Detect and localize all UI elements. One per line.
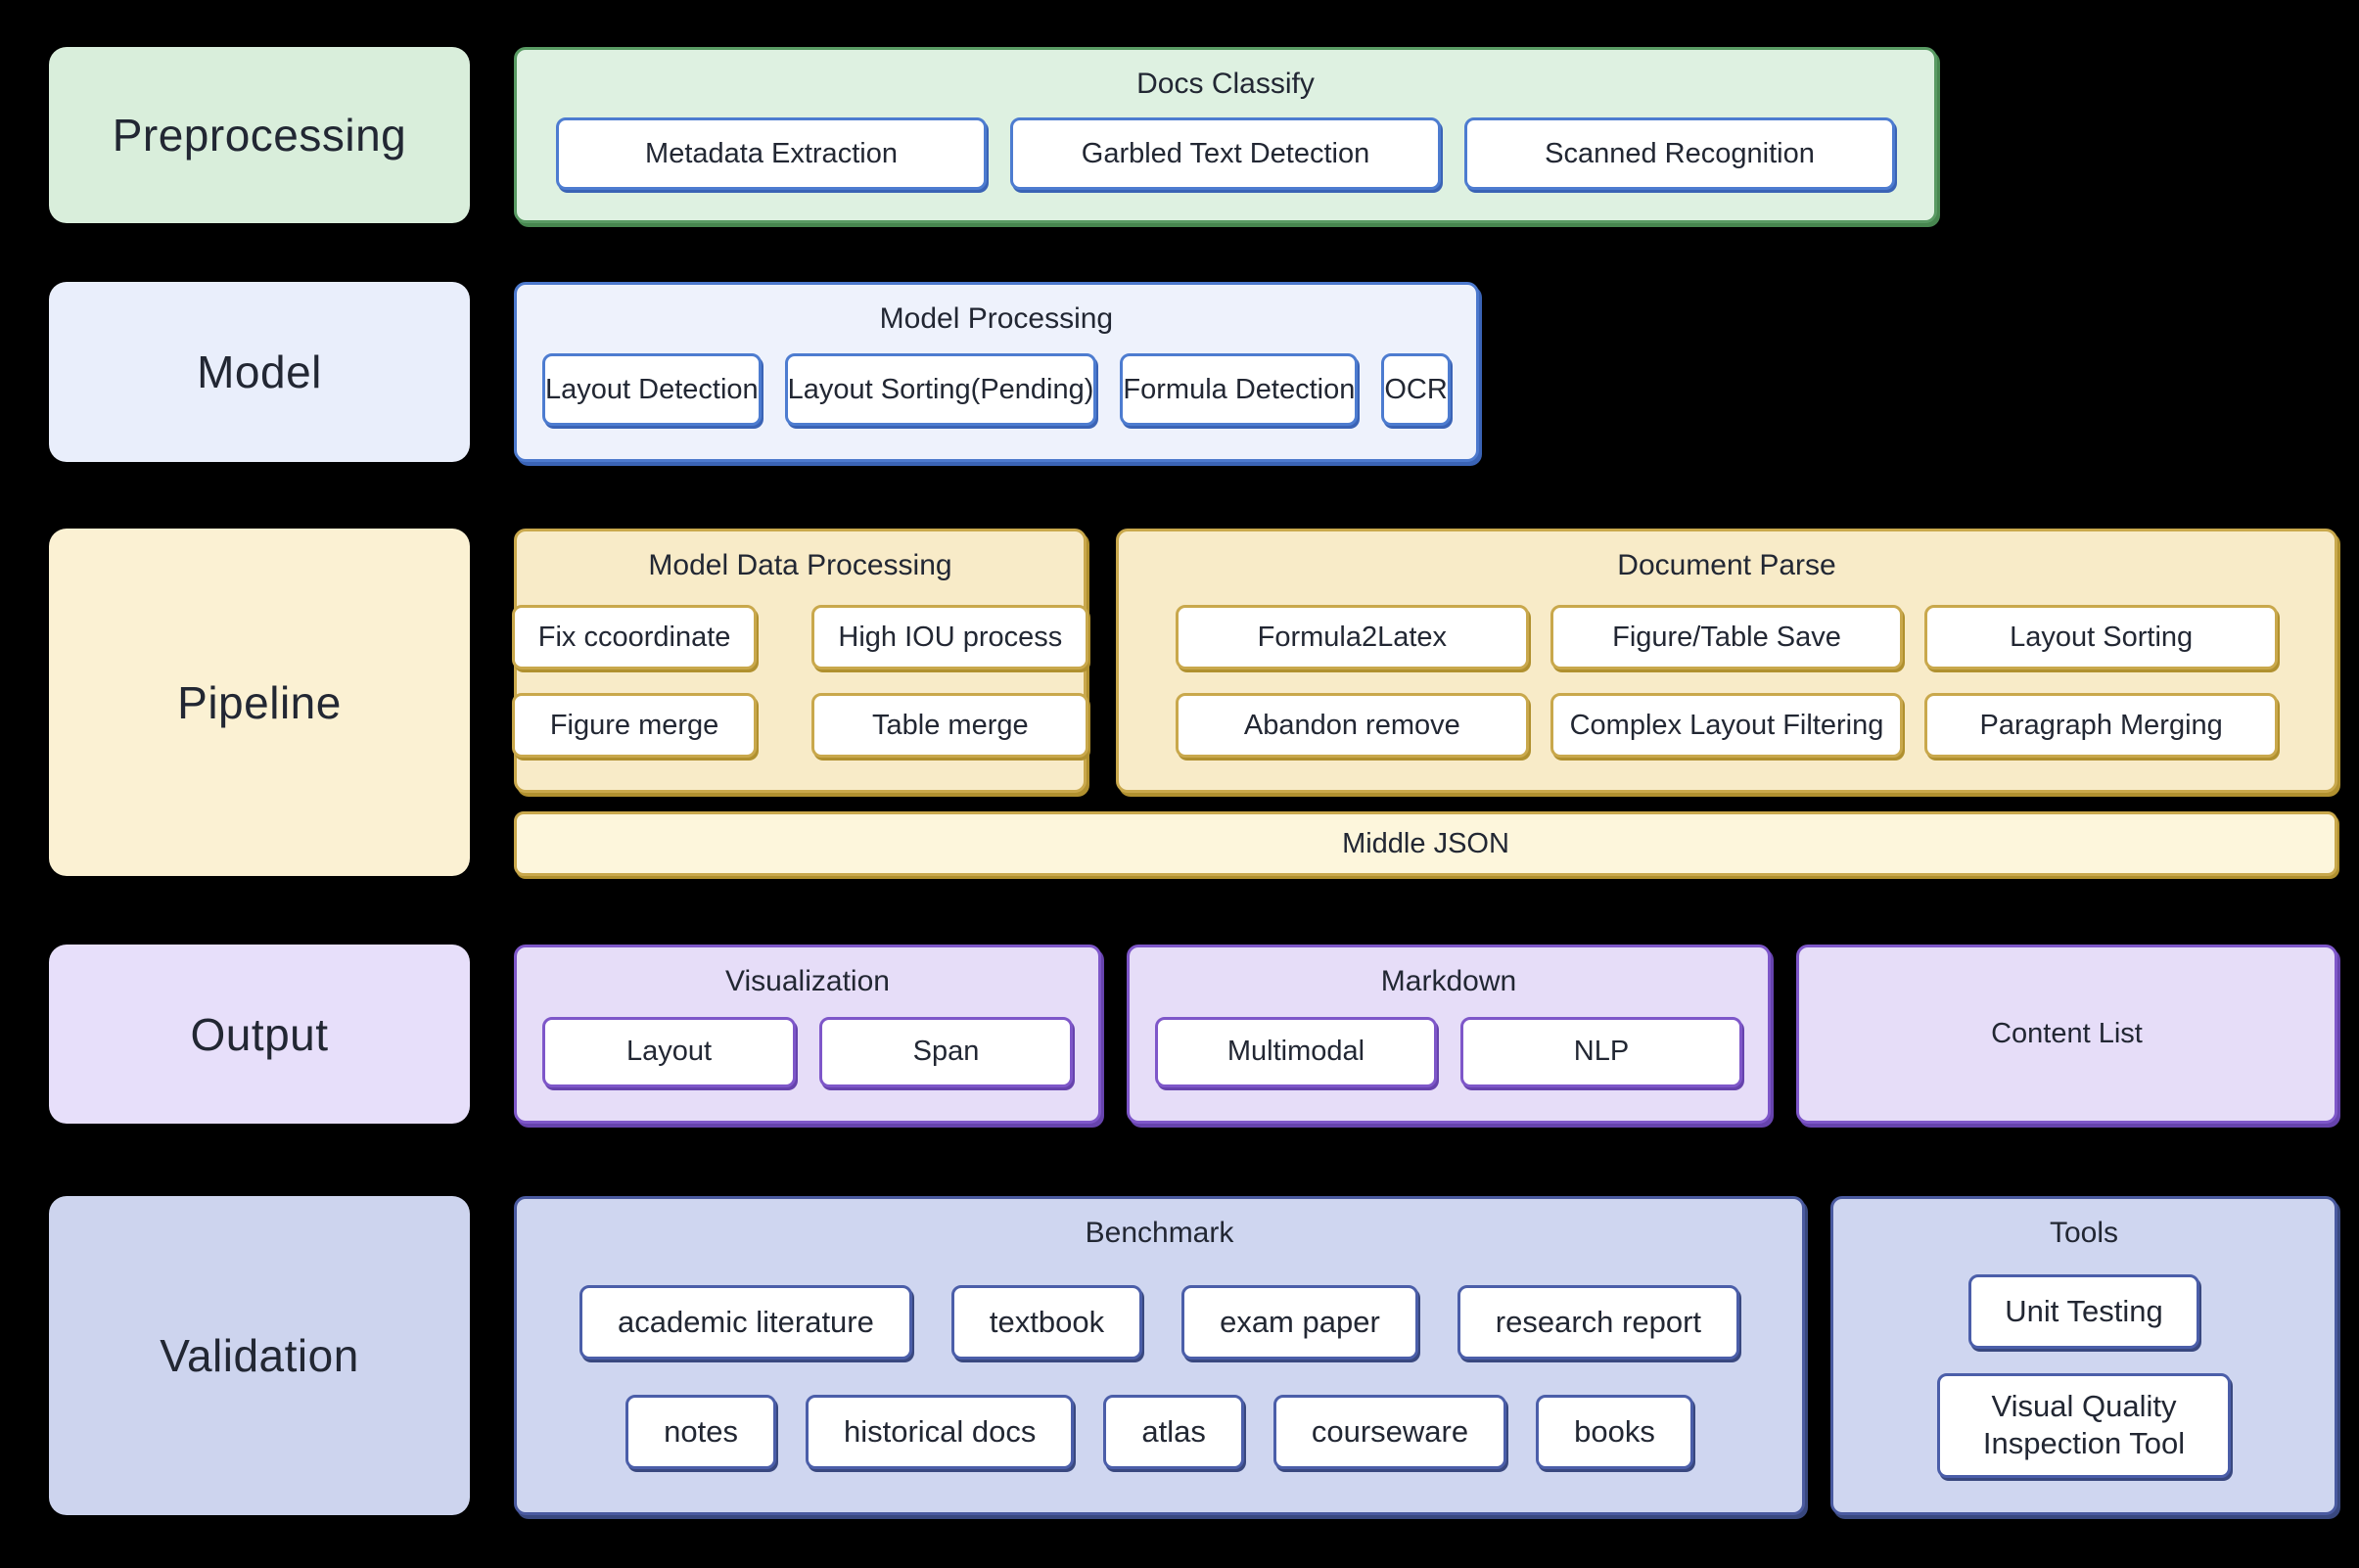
node-layout: Layout: [542, 1016, 796, 1087]
stage-label-text: Validation: [160, 1330, 359, 1381]
stage-label-validation: Validation: [49, 1196, 470, 1515]
node-historical-docs: historical docs: [805, 1395, 1075, 1469]
node-multimodal: Multimodal: [1155, 1016, 1437, 1087]
node-figure-table-save: Figure/Table Save: [1550, 605, 1904, 669]
node-nlp: NLP: [1460, 1016, 1742, 1087]
container-title: Benchmark: [1085, 1217, 1234, 1249]
container-title: Docs Classify: [1136, 68, 1315, 100]
node-formula-detection: Formula Detection: [1120, 353, 1359, 426]
row-validation: Validation Benchmark academic literature…: [49, 1196, 2337, 1515]
row-pipeline: Pipeline Model Data Processing Fix ccoor…: [49, 529, 2337, 876]
container-title: Document Parse: [1617, 549, 1836, 581]
container-title: Model Data Processing: [648, 549, 952, 581]
container-title: Visualization: [725, 965, 890, 997]
node-scanned-recognition: Scanned Recognition: [1464, 117, 1895, 190]
node-unit-testing: Unit Testing: [1968, 1273, 2199, 1349]
node-exam-paper: exam paper: [1181, 1285, 1418, 1360]
container-tools: Tools Unit Testing Visual Quality Inspec…: [1830, 1196, 2337, 1515]
row-model: Model Model Processing Layout Detection …: [49, 282, 2337, 462]
row-preprocessing: Preprocessing Docs Classify Metadata Ext…: [49, 47, 2337, 223]
stage-label-model: Model: [49, 282, 470, 462]
node-paragraph-merging: Paragraph Merging: [1924, 693, 2278, 758]
stage-label-text: Pipeline: [177, 676, 342, 728]
stage-label-preprocessing: Preprocessing: [49, 47, 470, 223]
stage-label-text: Model: [197, 346, 322, 397]
node-table-merge: Table merge: [811, 693, 1089, 758]
node-textbook: textbook: [950, 1285, 1143, 1360]
node-research-report: research report: [1457, 1285, 1740, 1360]
node-atlas: atlas: [1103, 1395, 1244, 1469]
node-layout-detection: Layout Detection: [542, 353, 762, 426]
container-visualization: Visualization Layout Span: [514, 945, 1101, 1124]
node-garbled-text-detection: Garbled Text Detection: [1010, 117, 1441, 190]
container-content-list: Content List: [1796, 945, 2337, 1124]
node-complex-layout-filtering: Complex Layout Filtering: [1550, 693, 1904, 758]
node-figure-merge: Figure merge: [511, 693, 758, 758]
container-title: Model Processing: [879, 302, 1114, 335]
node-ocr: OCR: [1381, 353, 1451, 426]
node-academic-literature: academic literature: [578, 1285, 912, 1360]
node-books: books: [1536, 1395, 1693, 1469]
node-metadata-extraction: Metadata Extraction: [556, 117, 987, 190]
container-model-data-processing: Model Data Processing Fix ccoordinate Hi…: [511, 529, 1089, 793]
node-high-iou-process: High IOU process: [811, 605, 1089, 669]
node-abandon-remove: Abandon remove: [1176, 693, 1529, 758]
container-docs-classify: Docs Classify Metadata Extraction Garble…: [514, 47, 1937, 223]
stage-label-text: Output: [190, 1008, 329, 1060]
node-fix-ccoordinate: Fix ccoordinate: [511, 605, 758, 669]
node-notes: notes: [625, 1395, 776, 1469]
stage-label-pipeline: Pipeline: [49, 529, 470, 876]
container-markdown: Markdown Multimodal NLP: [1127, 945, 1771, 1124]
container-model-processing: Model Processing Layout Detection Layout…: [514, 282, 1479, 462]
row-output: Output Visualization Layout Span Markdow…: [49, 945, 2337, 1124]
stage-label-text: Preprocessing: [112, 110, 407, 161]
node-middle-json: Middle JSON: [514, 811, 2337, 876]
node-layout-sorting: Layout Sorting: [1924, 605, 2278, 669]
container-title: Content List: [1991, 1018, 2143, 1049]
stage-label-output: Output: [49, 945, 470, 1124]
node-layout-sorting-pending: Layout Sorting(Pending): [784, 353, 1097, 426]
node-formula2latex: Formula2Latex: [1176, 605, 1529, 669]
node-span: Span: [819, 1016, 1073, 1087]
node-courseware: courseware: [1272, 1395, 1507, 1469]
container-benchmark: Benchmark academic literature textbook e…: [514, 1196, 1805, 1515]
container-title: Markdown: [1380, 965, 1517, 997]
container-title: Tools: [2049, 1217, 2119, 1249]
node-visual-quality-inspection-tool: Visual Quality Inspection Tool: [1937, 1372, 2231, 1479]
container-document-parse: Document Parse Formula2Latex Figure/Tabl…: [1116, 529, 2337, 793]
